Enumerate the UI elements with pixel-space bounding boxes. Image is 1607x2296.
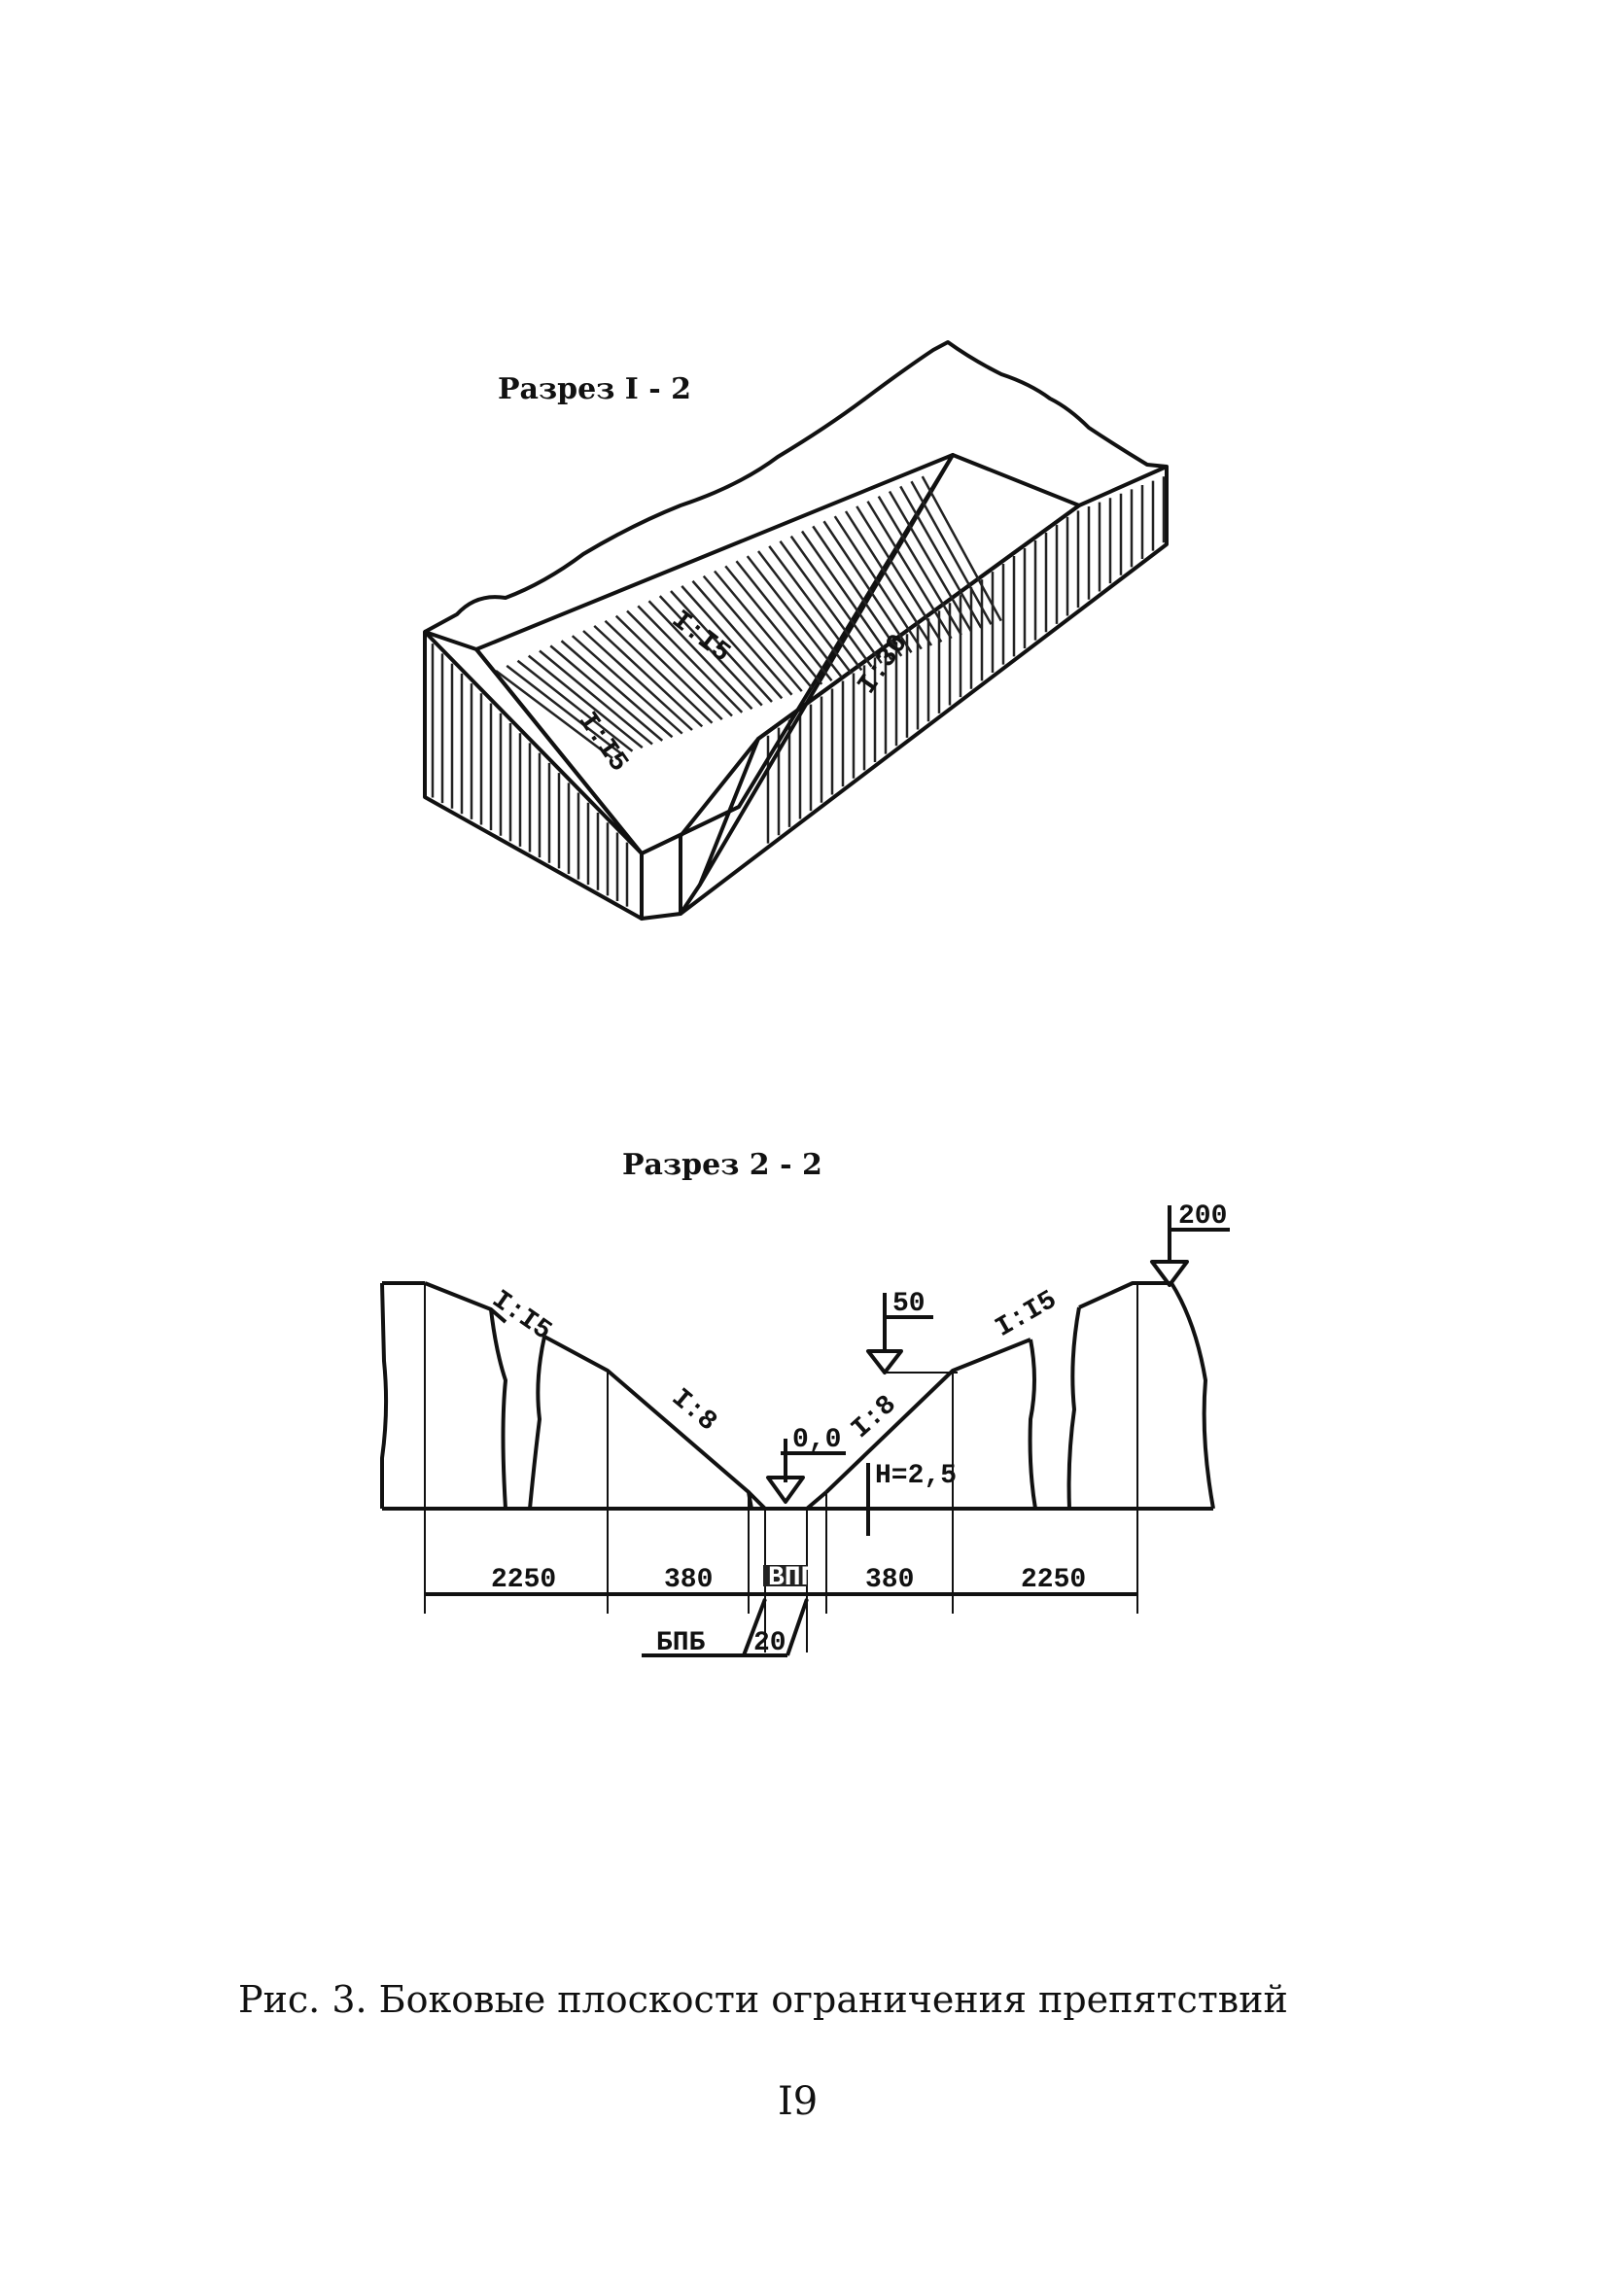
hatch-line [910,480,993,625]
dim-left-inner: 380 [664,1565,713,1595]
dim-right-outer: 2250 [1021,1565,1086,1595]
hatch-line [789,535,883,664]
hatch-line [877,495,962,636]
right-long-face [679,465,1169,916]
hatch-line [800,530,893,661]
hatch-line [724,565,823,685]
slope-label-left: I:I5 [572,707,634,778]
section-2-title: Разрез 2 - 2 [622,1148,822,1182]
terrain-back-edge [424,340,1168,634]
label-bpb: БПБ [656,1628,706,1658]
section-1-block: Разрез I - 2 I:I5 I:I5 I:30 [423,340,1169,921]
slope-right-lower: I:8 [846,1390,902,1445]
dim-center: ВПП [768,1563,817,1593]
left-break-wall-a [489,1308,507,1510]
hatch-line [702,574,803,692]
hatch-line [768,545,863,672]
section-2-profile: Разрез 2 - 2 2250 380 ВПП [380,1148,1230,1658]
hatch-line [681,585,784,700]
mark-h-label: H=2,5 [875,1461,957,1491]
hatch-line [833,515,923,650]
hatch-line [549,644,664,742]
mark-zero-label: 0,0 [792,1425,841,1455]
hatch-line [582,630,693,731]
hatch-line [735,560,833,682]
hatch-line [746,555,843,678]
hatch-line [539,649,653,746]
hatch-line [614,614,723,721]
hatch-line [779,540,873,668]
left-lower-slope [543,1335,753,1510]
hatch-line [757,550,853,675]
hatch-line [560,640,674,739]
left-outer-wall [380,1282,389,1509]
hatch-line [637,605,744,713]
mark-200-label: 200 [1178,1201,1227,1232]
section-1-title: Разрез I - 2 [498,372,691,406]
dim-right-inner: 380 [865,1565,914,1595]
leader-right [786,1598,809,1656]
hatch-line [604,619,714,724]
dim-center-block [763,1565,807,1586]
slope-surface-right [698,453,1081,887]
leader-left [742,1598,767,1656]
hatch-line [647,600,753,711]
hatch-line [844,510,933,646]
hatch-line [506,664,624,756]
page-number: I9 [778,2079,818,2124]
hatch-line [626,609,733,717]
hatch-line [888,490,973,633]
hatch-line [691,579,793,696]
slope-hatching [495,475,1002,759]
right-upper-slope [1078,1281,1171,1309]
left-face-hatching [431,644,629,907]
mark-50-label: 50 [892,1289,926,1319]
figure-caption: Рис. 3. Боковые плоскости ограничения пр… [238,1978,1288,2021]
mark-zero-triangle [766,1476,805,1504]
right-break-wall-b [1066,1306,1081,1510]
hatch-line [714,570,813,689]
hatch-line [527,654,644,749]
dim-left-outer: 2250 [491,1565,556,1595]
bottom-strip-edge [641,805,740,855]
right-outer-wall [1170,1281,1215,1510]
left-break-wall-b [528,1336,546,1510]
hatch-line [822,520,913,653]
label-20: 20 [753,1628,786,1658]
hatch-line [856,505,943,644]
slope-right-upper: I:I5 [991,1285,1063,1343]
front-edge [424,630,702,921]
hatch-line [593,624,704,728]
hatch-line [516,659,634,752]
hatch-line [866,501,953,640]
hatch-line [670,590,773,703]
hatch-line [921,475,1002,622]
hatch-line [658,595,763,707]
right-break-wall-a [1028,1339,1037,1510]
trough-left [747,1490,767,1511]
mark-200-triangle [1150,1260,1189,1287]
hatch-line [571,635,683,735]
hatch-line [812,525,903,657]
hatch-line [899,485,983,629]
trough-right [805,1490,828,1511]
right-face-hatching [766,476,1166,844]
hatch-line [495,670,613,759]
mark-50-triangle [866,1349,903,1374]
